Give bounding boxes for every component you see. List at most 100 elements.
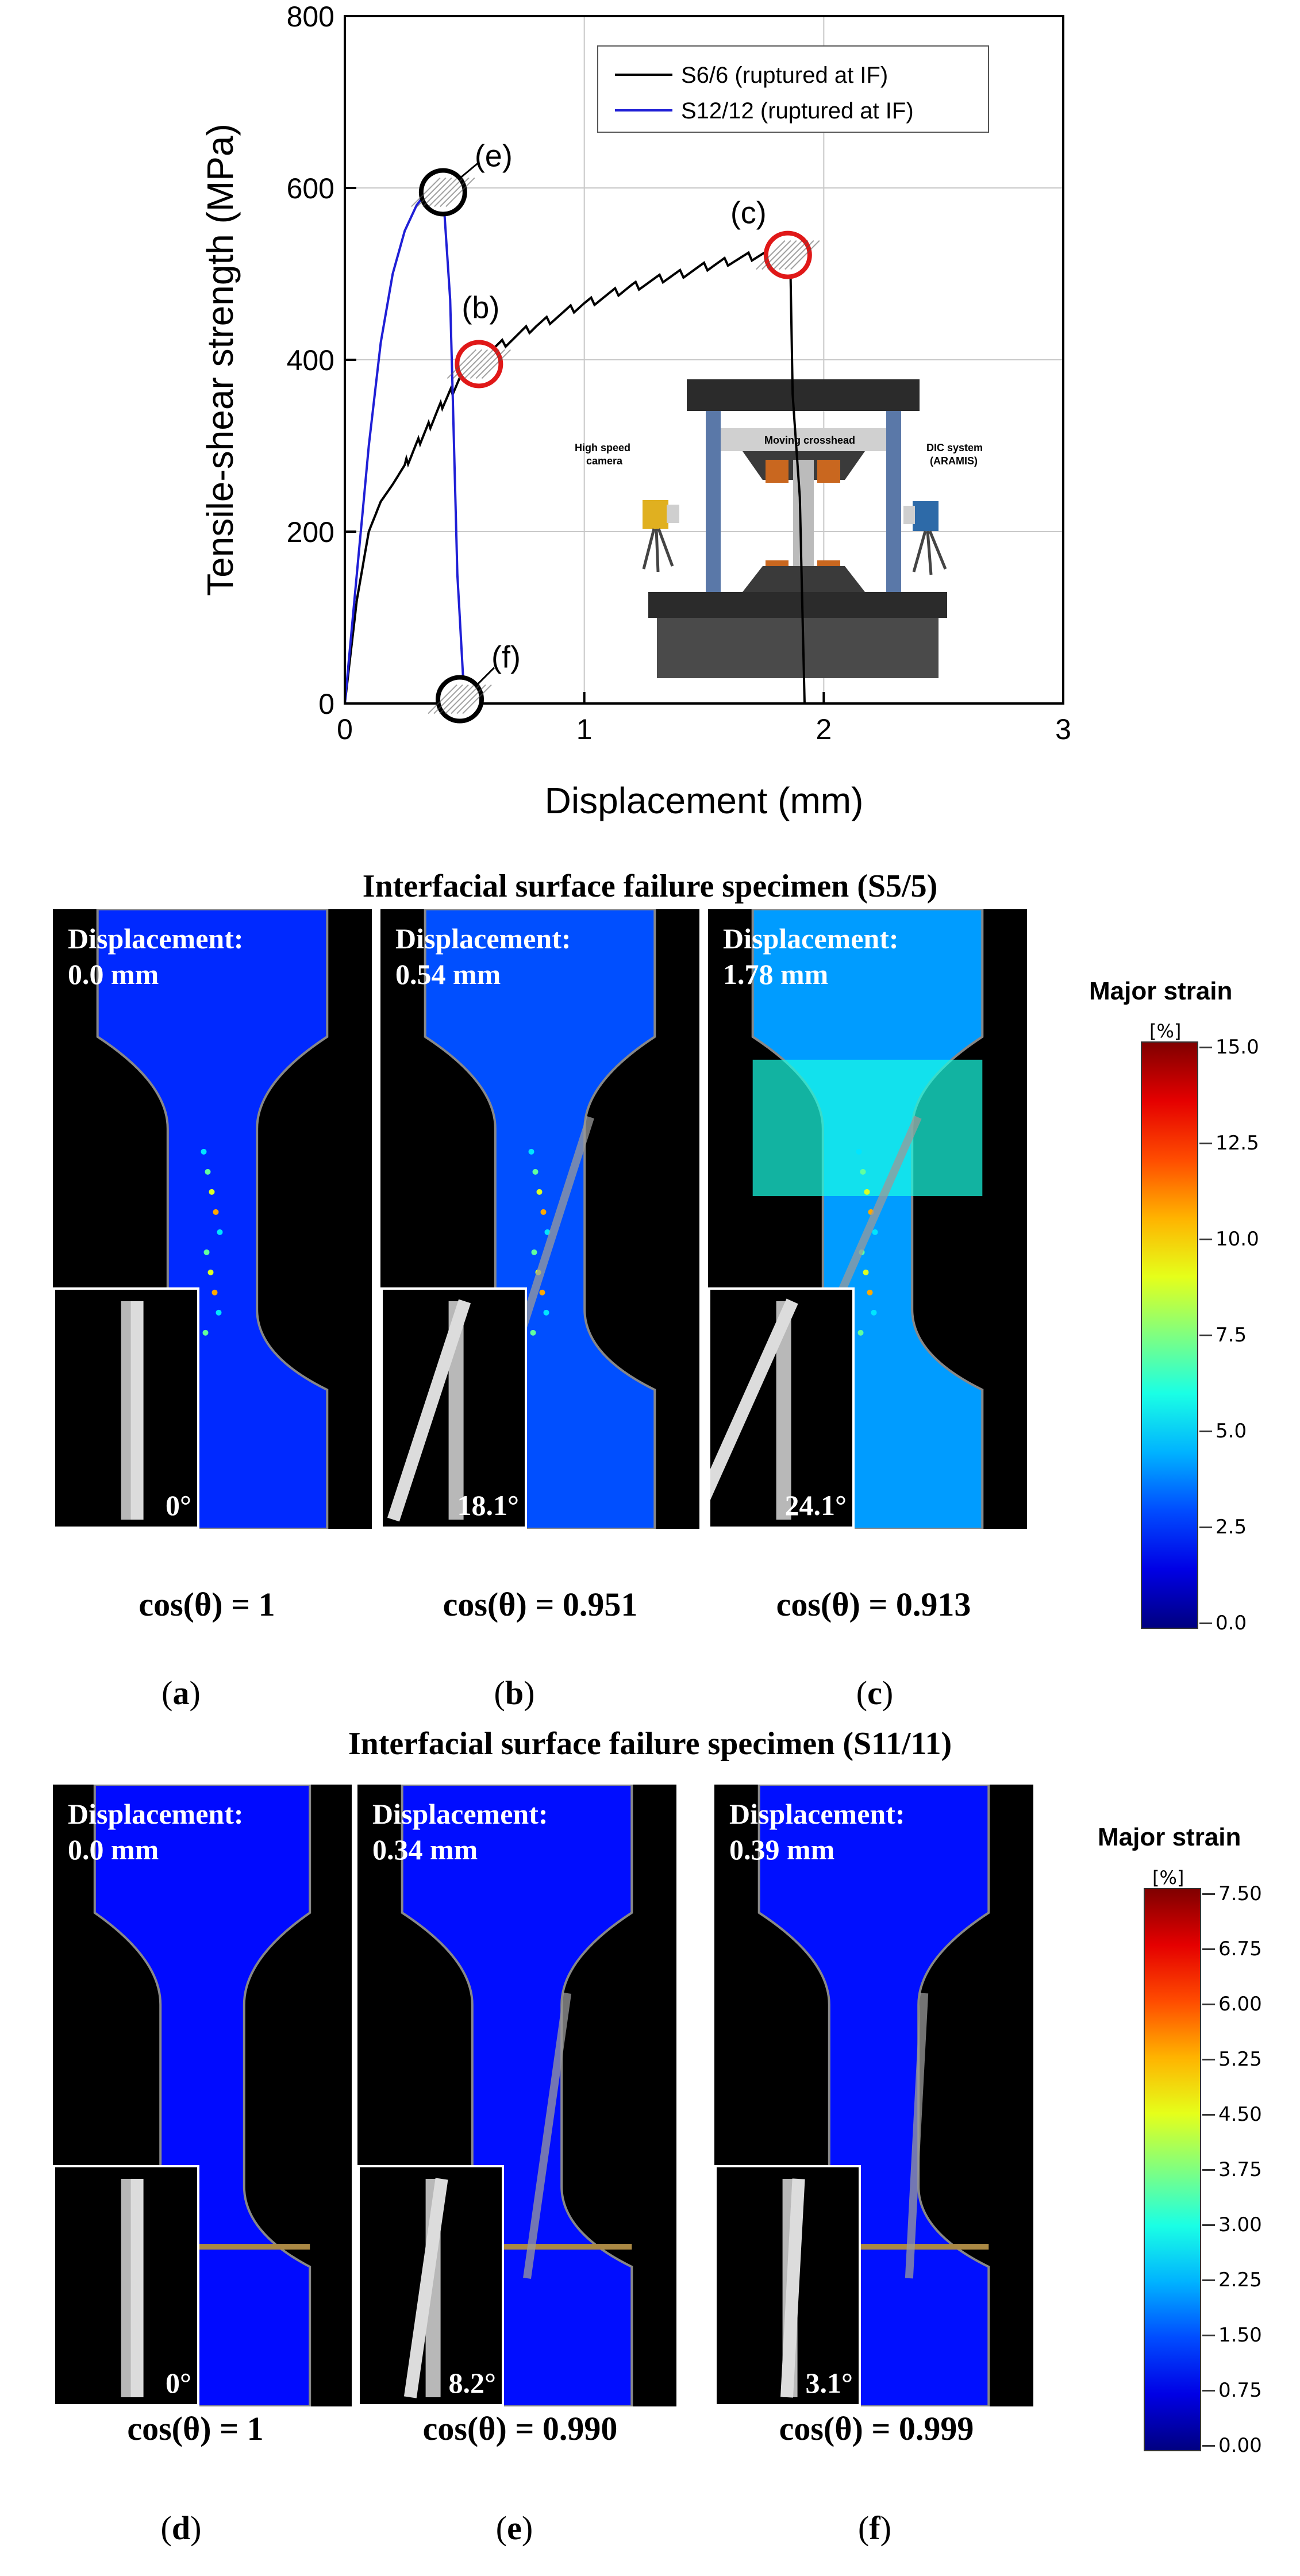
y-tick-label: 400 [287,344,334,376]
angle-inset: 0° [53,1287,199,1529]
moving-crosshead [721,428,886,451]
colorbar1-title: Major strain [1089,977,1233,1005]
machine-bed [648,592,947,618]
displacement-label: Displacement:0.0 mm [68,921,244,992]
angle-value: 0° [166,1489,191,1521]
displacement-value: 0.39 mm [729,1833,835,1866]
colorbar-tick-label: 0.75 [1202,2379,1262,2402]
inset-plates [121,1301,144,1520]
angle-value: 18.1° [457,1489,520,1521]
annotation-label: (b) [461,290,499,325]
angle-inset: 3.1° [714,2165,861,2406]
displacement-value: 0.0 mm [68,958,159,990]
high-speed-camera-icon [642,500,679,572]
angle-value: 8.2° [448,2367,497,2399]
x-axis-title: Displacement (mm) [545,780,864,821]
displacement-label: Displacement:0.0 mm [68,1796,244,1867]
y-tick-label: 800 [287,1,334,33]
colorbar-tick-label: 2.5 [1199,1516,1247,1539]
legend-box [597,45,989,133]
colorbar-tick-label: 7.50 [1202,1882,1262,1905]
angle-inset: 8.2° [357,2165,504,2406]
colorbar-tick-label: 5.0 [1199,1420,1247,1443]
chart-annotations: (e)(b)(c)(f) [411,139,820,724]
specimen-b: Displacement:0.54 mm 18.1° [380,909,699,1529]
colorbar-tick-label: 3.00 [1202,2213,1262,2236]
annotation-marker [756,230,820,279]
cos-a: cos(θ) = 1 [139,1586,275,1623]
annotation-label: (e) [475,139,513,173]
test-machine-illustration: Moving crosshead High speed camera DIC s… [575,379,983,678]
legend-label: S12/12 (ruptured at IF) [681,98,914,124]
x-tick-label: 3 [1055,713,1071,745]
machine-base [657,618,939,678]
group1-title: Interfacial surface failure specimen (S5… [362,868,938,904]
colorbar-tick-label: 0.00 [1202,2434,1262,2457]
inset-plates [780,2178,805,2398]
leader-line [459,163,478,179]
specimen-e: Displacement:0.34 mm 8.2° [357,1785,676,2406]
angle-value: 24.1° [784,1489,847,1521]
colorbar-tick-label: 0.0 [1199,1612,1247,1635]
annotation-label: (f) [491,640,521,675]
dic-label-1: DIC system [926,442,983,453]
y-axis-title: Tensile-shear strength (MPa) [199,124,241,596]
angle-value: 0° [166,2367,191,2399]
displacement-value: 0.34 mm [372,1833,478,1866]
colorbar2-title: Major strain [1098,1823,1241,1851]
panel-label-f: (f) [858,2509,891,2547]
displacement-caption: Displacement: [729,1798,905,1830]
displacement-caption: Displacement: [395,922,571,955]
specimen-a: Displacement:0.0 mm 0° [53,909,372,1529]
colorbar-tick-label: 4.50 [1202,2103,1262,2126]
y-tick-label: 600 [287,172,334,205]
displacement-label: Displacement:0.39 mm [729,1796,905,1867]
colorbar-tick-label: 2.25 [1202,2269,1262,2292]
displacement-value: 1.78 mm [723,958,829,990]
colorbar2 [1144,1888,1201,2451]
annotation-marker [428,675,492,724]
colorbar1 [1141,1041,1198,1629]
machine-column-right [886,402,901,592]
crosshead-label: Moving crosshead [764,435,855,446]
inset-plates [710,1298,798,1520]
x-tick-label: 2 [816,713,832,745]
x-tick-label: 0 [337,713,353,745]
displacement-caption: Displacement: [723,922,899,955]
panel-label-d: (d) [160,2509,202,2547]
chart-legend: S6/6 (ruptured at IF)S12/12 (ruptured at… [597,45,989,133]
cos-b: cos(θ) = 0.951 [443,1586,638,1623]
annotation-marker [447,340,511,389]
panel-label-a: (a) [161,1674,201,1712]
displacement-caption: Displacement: [372,1798,548,1830]
colorbar2-unit: [%] [1152,1867,1184,1889]
x-tick-label: 1 [576,713,593,745]
group2-title: Interfacial surface failure specimen (S1… [348,1726,952,1762]
camera-label-2: camera [586,455,623,467]
annotation-marker [411,168,475,217]
cos-f: cos(θ) = 0.999 [779,2410,974,2447]
colorbar-tick-label: 10.0 [1199,1228,1259,1251]
dic-label-2: (ARAMIS) [930,455,978,467]
upper-jaw-left [766,460,789,483]
colorbar-tick-label: 1.50 [1202,2324,1262,2347]
specimen-d: Displacement:0.0 mm 0° [53,1785,352,2406]
machine-column-left [706,402,721,592]
angle-inset: 24.1° [708,1287,855,1529]
y-tick-label: 200 [287,516,334,548]
colorbar-tick-label: 6.75 [1202,1937,1262,1960]
tensile-shear-chart: Moving crosshead High speed camera DIC s… [199,1,1071,821]
inset-plates [403,2178,448,2398]
colorbar-tick-label: 7.5 [1199,1324,1247,1347]
leader-line [476,667,495,686]
colorbar-tick-label: 15.0 [1199,1036,1259,1059]
angle-inset: 18.1° [380,1287,527,1529]
displacement-value: 0.54 mm [395,958,501,990]
upper-jaw-right [817,460,840,483]
specimen-f: Displacement:0.39 mm 3.1° [714,1785,1033,2406]
inset-plates [387,1299,471,1522]
inset-plates [121,2179,144,2397]
angle-inset: 0° [53,2165,199,2406]
displacement-label: Displacement:0.54 mm [395,921,571,992]
lower-grip [743,566,865,592]
